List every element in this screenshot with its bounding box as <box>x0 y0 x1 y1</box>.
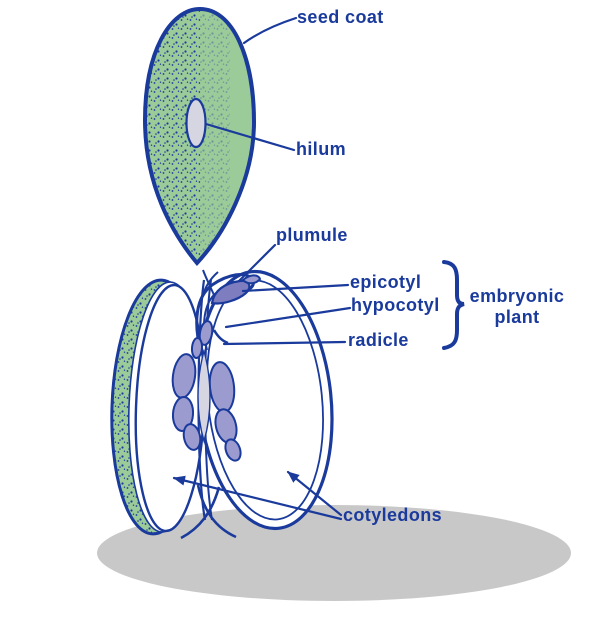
label-radicle: radicle <box>348 330 409 350</box>
label-cotyledons: cotyledons <box>343 505 443 525</box>
label-epicotyl: epicotyl <box>350 272 422 292</box>
embryonic-plant-brace <box>442 260 465 350</box>
leader-lines <box>172 16 352 521</box>
leader-cotyledon-right <box>286 470 343 517</box>
label-hypocotyl: hypocotyl <box>351 295 440 315</box>
label-seed-coat: seed coat <box>297 7 384 27</box>
seed-coat-disc <box>142 6 257 267</box>
label-hilum: hilum <box>296 139 346 159</box>
embryonic-plant-drawing <box>171 272 262 462</box>
label-plumule: plumule <box>276 225 348 245</box>
ground-shadow <box>97 505 571 601</box>
seed-coat-stipple <box>145 9 230 263</box>
label-embryonic-plant: embryonic plant <box>460 286 574 328</box>
leader-seed-coat <box>242 16 298 45</box>
embryo-axis-sliver <box>197 348 211 444</box>
plumule-shape <box>210 279 251 305</box>
hilum-opening <box>185 97 207 149</box>
radicle-tip <box>212 329 229 345</box>
leader-plumule <box>237 243 277 283</box>
leader-cotyledon-left <box>172 475 343 521</box>
leader-hypocotyl <box>224 306 352 329</box>
leader-hilum <box>204 122 296 152</box>
label-embryonic-plant-line2: plant <box>494 307 540 327</box>
leader-epicotyl <box>241 283 350 293</box>
label-embryonic-plant-line1: embryonic <box>469 286 565 306</box>
plumule-leaf <box>241 274 262 285</box>
leader-radicle <box>222 340 347 346</box>
